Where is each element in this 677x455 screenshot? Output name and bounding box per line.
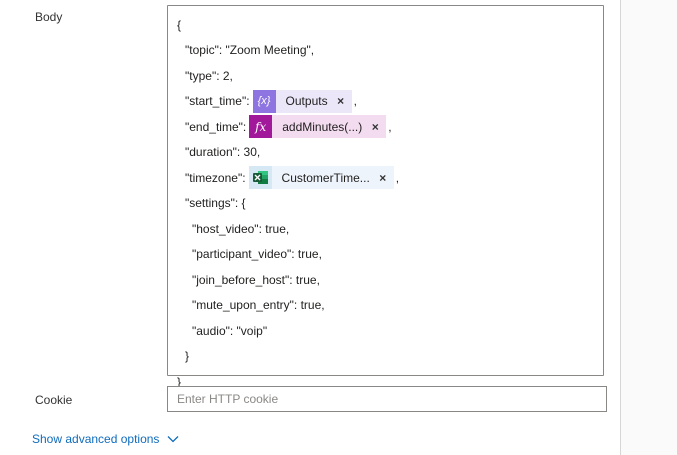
body-editor[interactable]: { "topic": "Zoom Meeting", "type": 2, "s… [167,5,604,389]
body-line-topic: "topic": "Zoom Meeting", [185,43,315,58]
customer-time-token[interactable]: CustomerTime... × [248,166,394,190]
show-advanced-options-link[interactable]: Show advanced options [32,432,179,446]
cookie-input[interactable] [167,386,607,412]
body-line-participant-video: "participant_video": true, [192,247,322,262]
body-line: { [177,17,182,32]
remove-outputs-token-button[interactable]: × [337,94,345,109]
body-line-audio: "audio": "voip" [192,323,268,338]
body-line-duration: "duration": 30, [185,145,261,160]
outputs-token-label: Outputs [285,94,328,109]
body-line-end-time: "end_time": fx addMinutes(...) × , [177,114,603,140]
body-label: Body [35,10,63,24]
customer-time-token-label: CustomerTime... [281,170,370,185]
variable-braces-icon: {x} [252,89,276,113]
cookie-label: Cookie [35,393,73,407]
body-line-settings-close: } [185,349,190,364]
body-line-start-time: "start_time": {x} Outputs × , [177,89,603,115]
body-line-close: } [177,374,182,389]
outputs-token[interactable]: {x} Outputs × [252,89,352,113]
body-line-join-before-host: "join_before_host": true, [192,272,320,287]
body-line-mute-upon-entry: "mute_upon_entry": true, [192,298,325,313]
canvas-background [621,0,677,455]
body-line-settings: "settings": { [185,196,246,211]
chevron-down-icon [167,436,179,443]
remove-add-minutes-token-button[interactable]: × [371,119,379,134]
remove-customer-time-token-button[interactable]: × [379,170,387,185]
http-action-card: Body { "topic": "Zoom Meeting", "type": … [32,0,621,455]
show-advanced-options-label: Show advanced options [32,432,160,446]
function-fx-icon: fx [249,115,273,139]
excel-online-icon [248,166,272,190]
body-line-host-video: "host_video": true, [192,221,290,236]
body-line-timezone: "timezone": CustomerTime... × , [177,165,603,191]
body-line-type: "type": 2, [185,68,233,83]
add-minutes-token[interactable]: fx addMinutes(...) × [249,115,387,139]
add-minutes-token-label: addMinutes(...) [282,119,363,134]
